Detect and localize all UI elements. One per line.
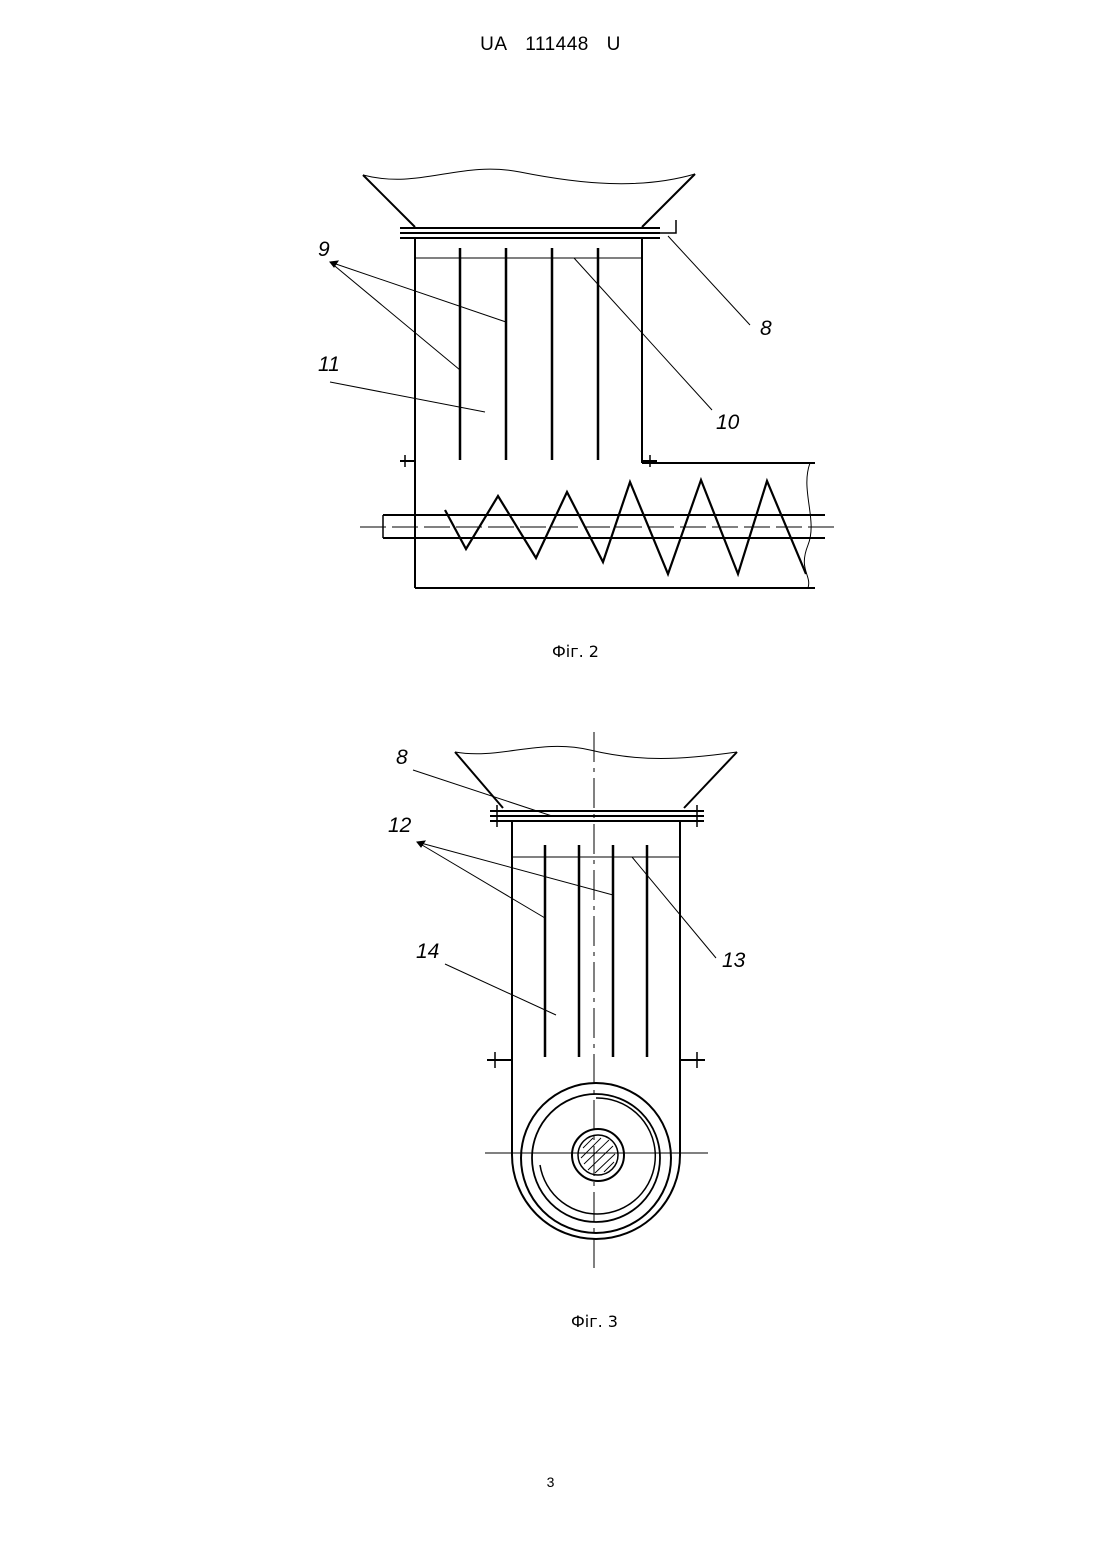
fig2-label-11: 11	[318, 353, 340, 376]
fig3-shaft-ring	[572, 1129, 624, 1181]
page-number: 3	[0, 1474, 1101, 1490]
fig3-label-12: 12	[388, 814, 412, 837]
fig3-hopper-right-wall	[684, 752, 737, 808]
fig3-label-13: 13	[722, 949, 746, 972]
fig3-auger-middle	[532, 1094, 660, 1222]
fig2-hopper-left-wall	[363, 175, 415, 227]
figure-3-caption: Фіг. 3	[571, 1312, 618, 1331]
figure-3-leaders	[413, 770, 716, 1015]
fig2-break-line	[804, 463, 811, 588]
fig3-hopper-left-wall	[455, 752, 503, 808]
fig3-auger-outer	[521, 1083, 671, 1233]
fig3-shaft-hatch	[581, 1138, 615, 1173]
fig3-hopper-break-line	[455, 746, 737, 758]
fig3-label-14: 14	[416, 940, 439, 963]
fig2-label-8: 8	[760, 317, 772, 340]
figure-2-caption: Фіг. 2	[552, 642, 599, 661]
figure-3-drawing	[455, 732, 737, 1268]
fig3-auger-spiral	[540, 1098, 655, 1214]
figure-2-drawing	[360, 169, 835, 588]
figure-2-leaders	[330, 236, 750, 412]
fig2-hopper-break-line	[363, 169, 695, 184]
fig2-valve-handle	[650, 220, 676, 233]
fig2-label-9: 9	[318, 238, 330, 261]
fig2-label-10: 10	[716, 411, 740, 434]
fig3-label-8: 8	[396, 746, 408, 769]
